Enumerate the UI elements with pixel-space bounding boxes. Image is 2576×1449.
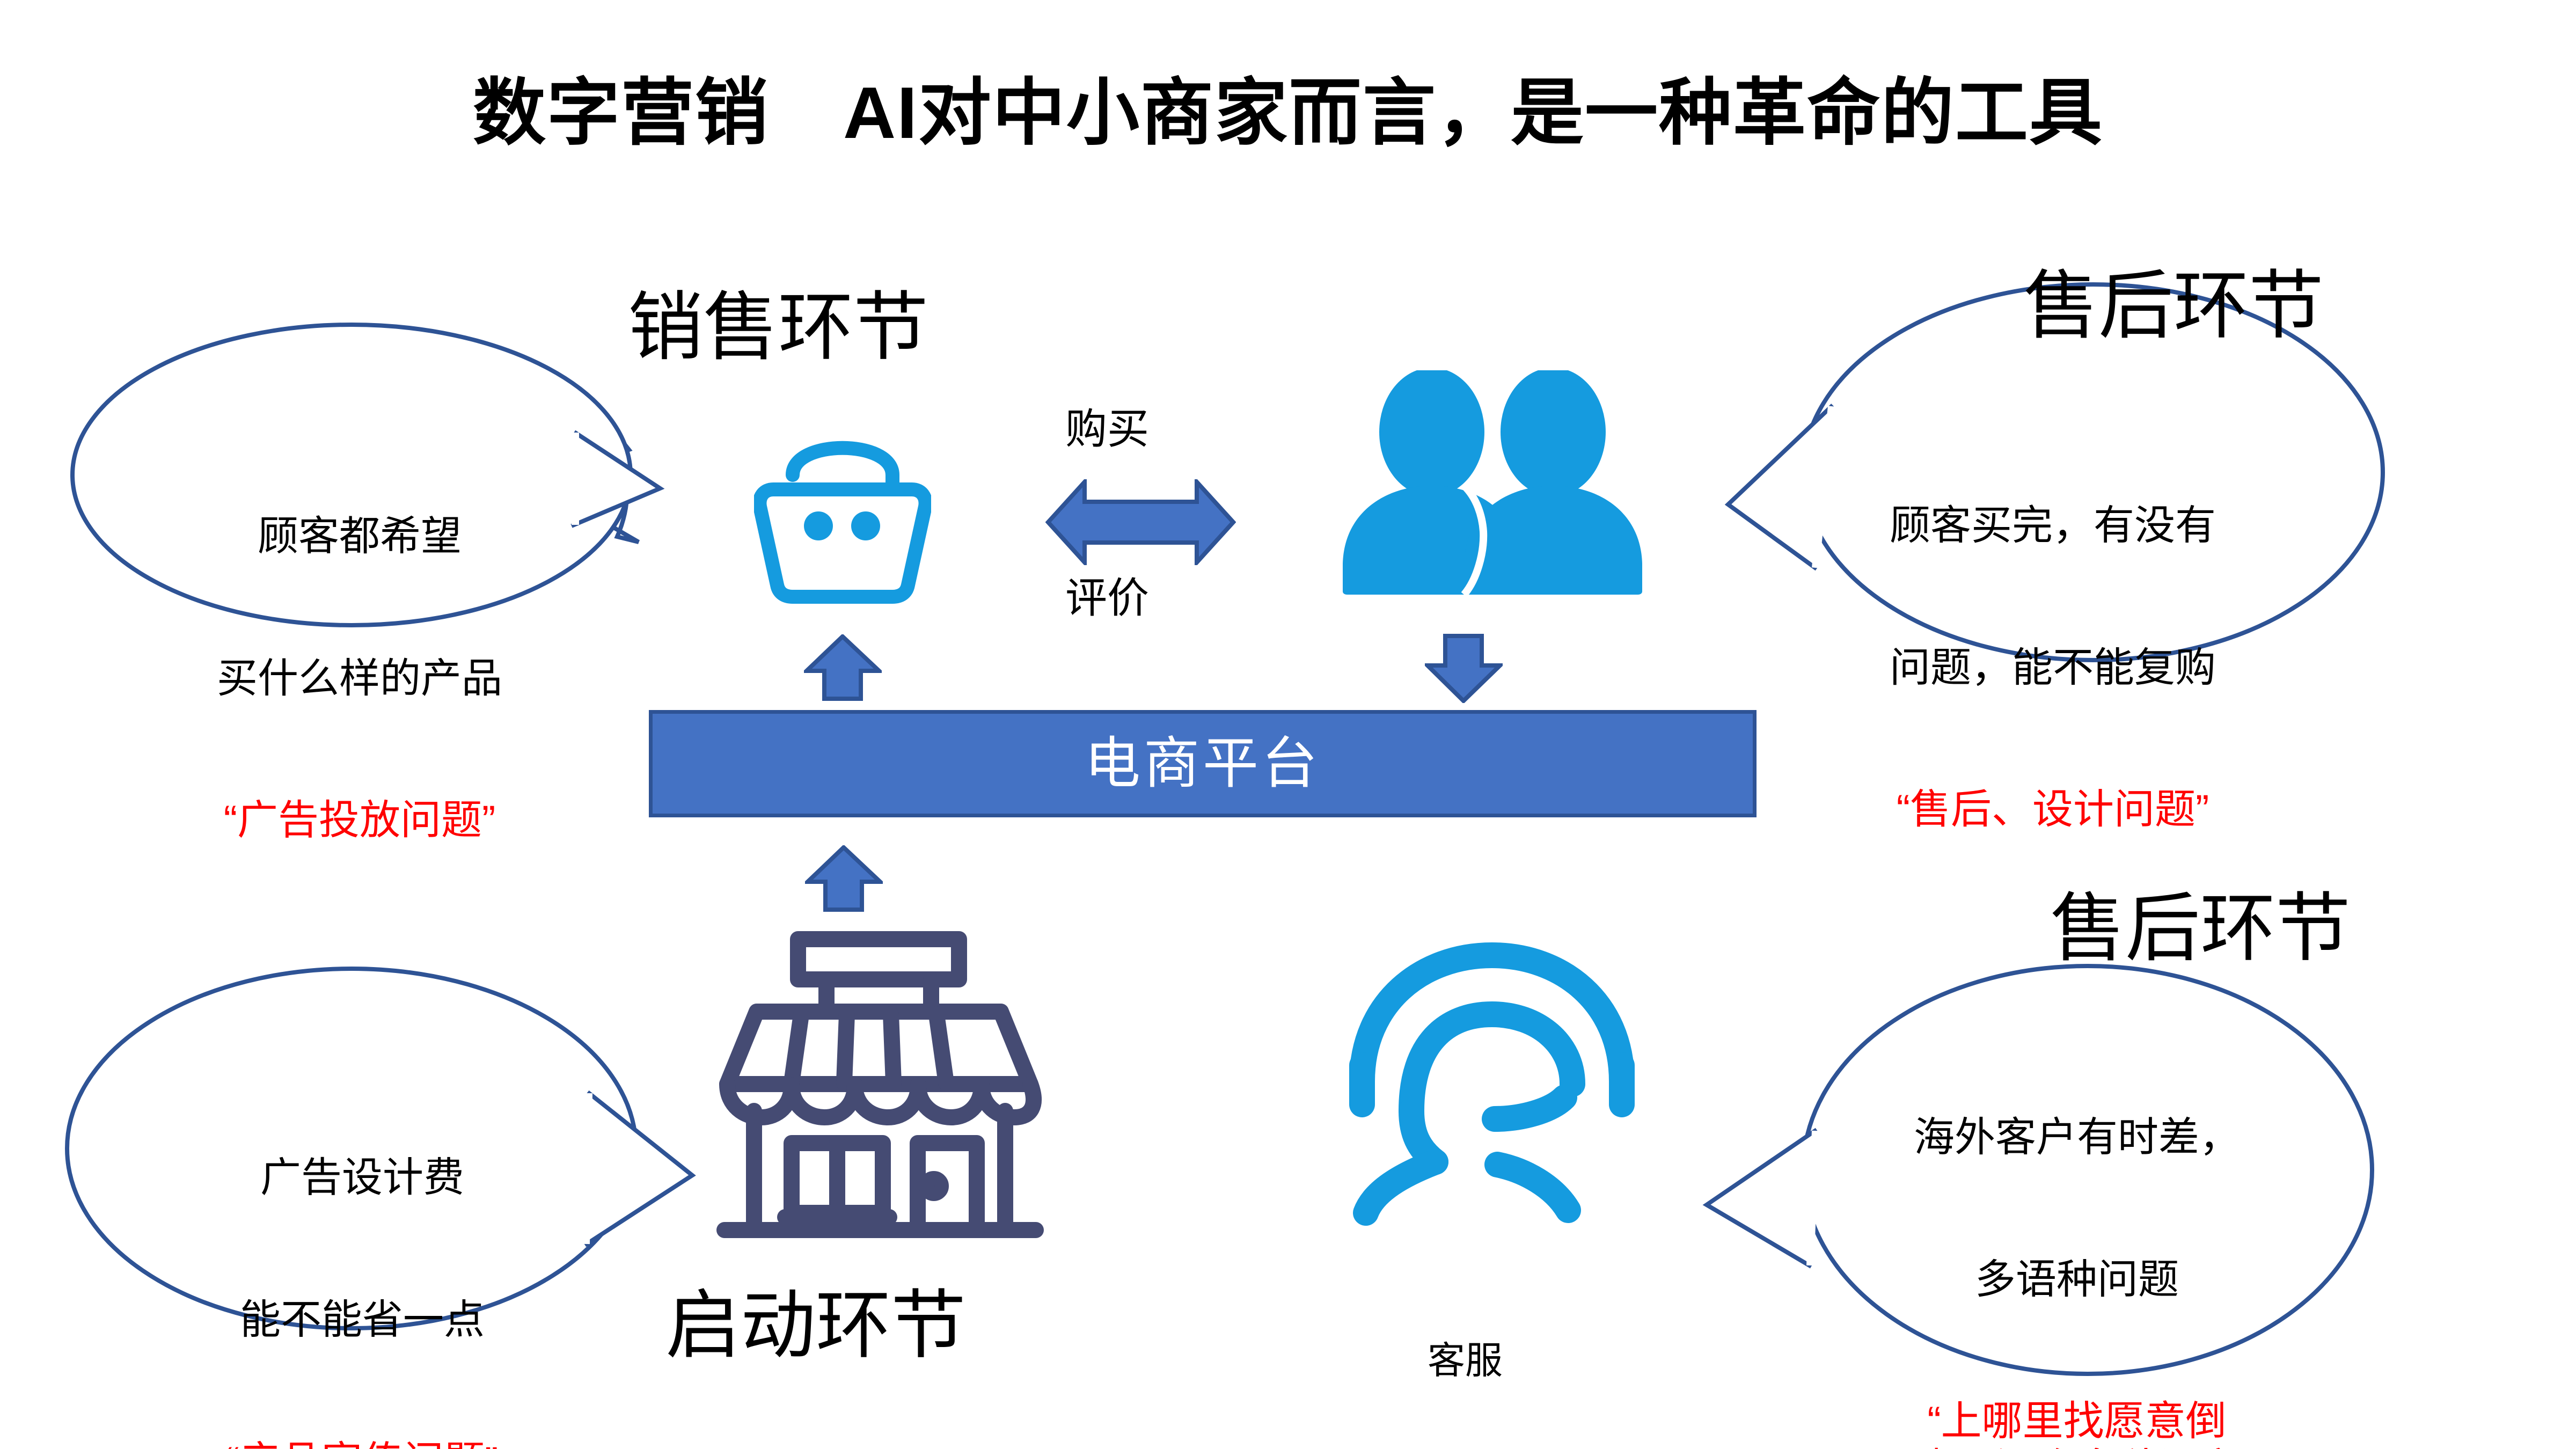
shopping-bag-icon <box>754 441 931 604</box>
stage-label-sales: 销售环节 <box>628 285 929 369</box>
arrow-up-icon <box>805 845 883 912</box>
bubble-line: 能不能省一点 <box>240 1297 485 1343</box>
speech-bubble-bottom-right <box>1702 964 2374 1376</box>
bubble-line-highlight: “售后、设计问题” <box>1896 787 2209 833</box>
headset-support-icon <box>1349 942 1635 1226</box>
bubble-bottom-left-text: 广告设计费 能不能省一点 “产品宣传问题” <box>121 1060 604 1449</box>
stage-label-startup: 启动环节 <box>665 1283 967 1367</box>
bubble-top-left-text: 顾客都希望 买什么样的产品 “广告投放问题” <box>118 419 601 939</box>
bubble-line: 多语种问题 <box>1975 1256 2179 1302</box>
caption-review: 评价 <box>1065 574 1150 621</box>
bubble-top-right-text: 顾客买完，有没有 问题，能不能复购 “售后、设计问题” <box>1803 408 2302 928</box>
arrow-down-icon <box>1425 634 1503 703</box>
bubble-line: 买什么样的产品 <box>217 655 502 701</box>
stage-label-after-sales-top: 售后环节 <box>2023 264 2324 348</box>
page-title: 数字营销 AI对中小商家而言，是一种革命的工具 <box>473 72 2103 153</box>
speech-bubble-top-right <box>1724 282 2385 662</box>
bubble-line: 广告设计费 <box>260 1155 464 1201</box>
bubble-line-highlight: “广告投放问题” <box>223 797 496 844</box>
bubble-line: 顾客买完，有没有 <box>1890 503 2216 549</box>
speech-bubble-bottom-left <box>65 967 696 1330</box>
bubble-line-highlight: “产品宣传问题” <box>121 1438 604 1449</box>
caption-customer-service: 客服 <box>1428 1340 1503 1381</box>
double-arrow-icon <box>1045 479 1236 565</box>
ecommerce-platform-bar: 电商平台 <box>649 710 1757 817</box>
bubble-line: 海外客户有时差， <box>1914 1115 2240 1161</box>
stage-label-after-sales-bottom: 售后环节 <box>2050 886 2351 970</box>
caption-purchase: 购买 <box>1065 405 1150 452</box>
storefront-icon <box>716 931 1044 1238</box>
bubble-line: 问题，能不能复购 <box>1890 645 2216 691</box>
speech-bubble-top-left <box>70 323 665 627</box>
bubble-line: 顾客都希望 <box>258 514 462 560</box>
bubble-line-highlight: “上哪里找愿意倒 班，还会多种语言 的客服” <box>1914 1399 2240 1449</box>
bubble-bottom-right-text: 海外客户有时差， 多语种问题 “上哪里找愿意倒 班，还会多种语言 的客服” <box>1841 1020 2313 1449</box>
arrow-up-icon <box>804 634 882 701</box>
two-people-icon <box>1343 370 1642 596</box>
platform-bar-label: 电商平台 <box>1084 733 1321 795</box>
